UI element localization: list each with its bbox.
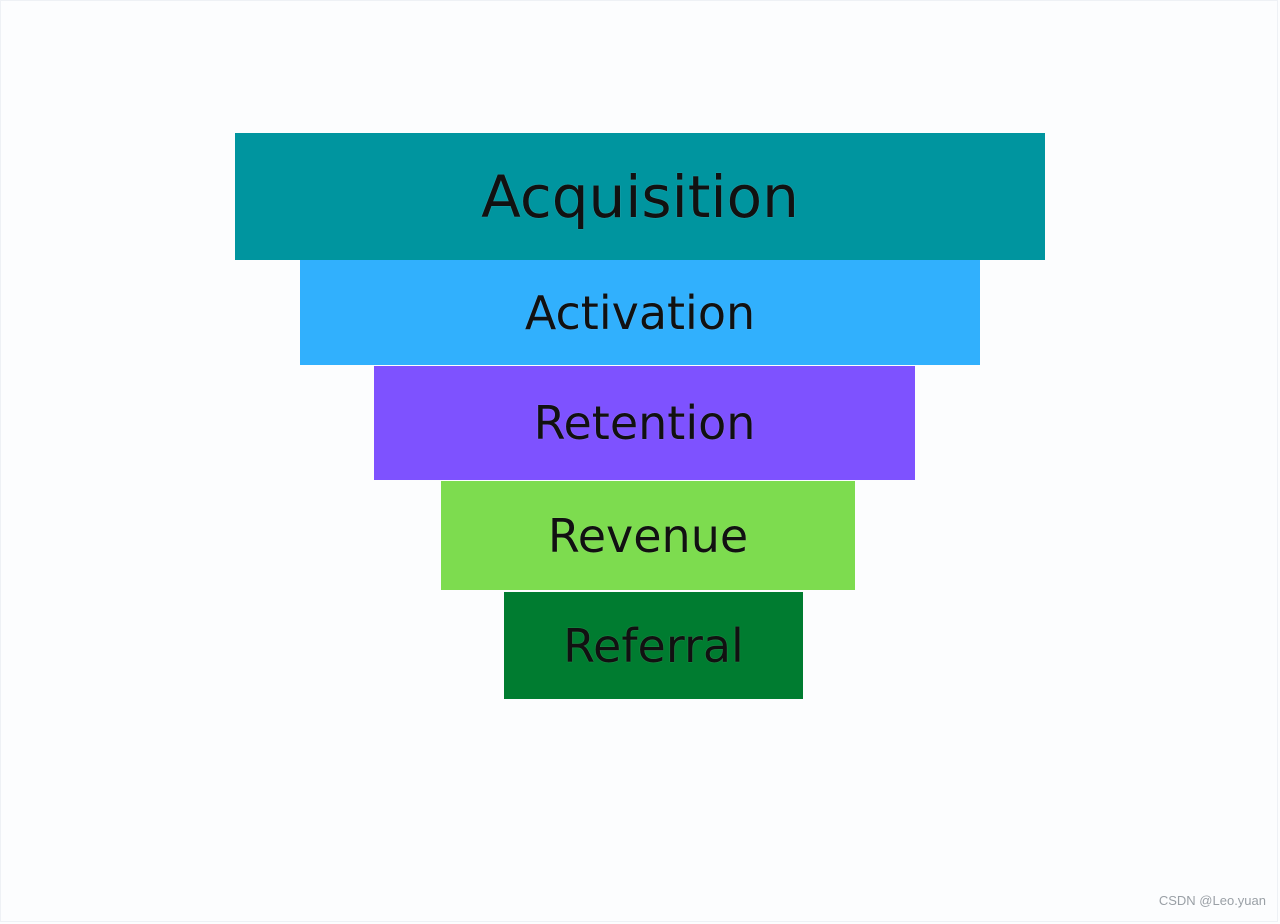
funnel-stage-retention: Retention [374, 366, 915, 480]
stage-label-revenue: Revenue [547, 508, 749, 563]
funnel-stage-acquisition: Acquisition [235, 133, 1045, 260]
stage-label-retention: Retention [533, 396, 756, 450]
watermark-text: CSDN @Leo.yuan [1158, 893, 1266, 908]
funnel-stage-revenue: Revenue [441, 481, 855, 590]
stage-label-referral: Referral [563, 618, 744, 673]
stage-label-activation: Activation [524, 285, 756, 340]
funnel-stage-referral: Referral [504, 592, 803, 699]
stage-label-acquisition: Acquisition [481, 162, 799, 231]
funnel-stage-activation: Activation [300, 260, 980, 365]
